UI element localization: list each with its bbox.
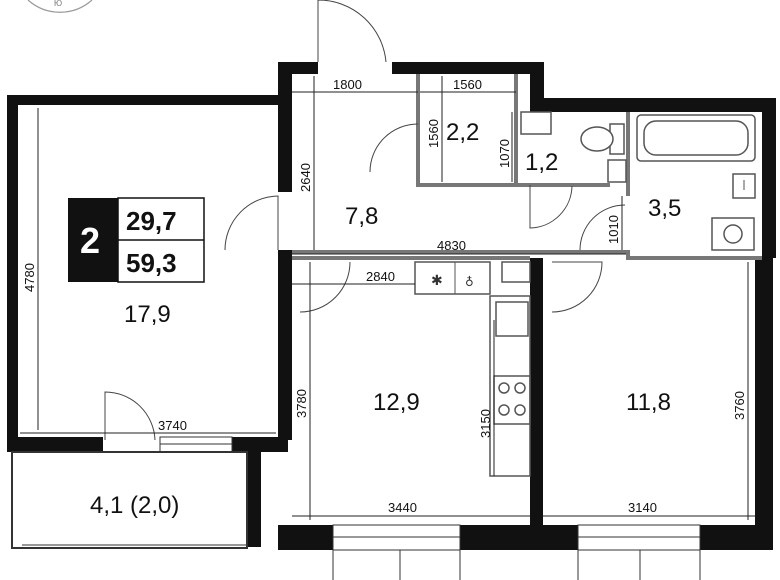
stove-icon <box>493 375 531 425</box>
inner-walls <box>292 74 762 260</box>
shaft-box <box>607 159 627 183</box>
dim-bath-door: 1010 <box>606 215 621 244</box>
badge-living-area: 29,7 <box>126 206 177 236</box>
dim-wc-height: 1070 <box>497 139 512 168</box>
dimension-labels: 1800 1560 1560 1070 2640 1010 4830 2840 … <box>22 77 747 515</box>
doors <box>104 0 626 441</box>
bathtub-icon <box>636 114 756 162</box>
dim-left-room-width: 3740 <box>158 418 187 433</box>
area-balcony: 4,1 (2,0) <box>90 492 179 519</box>
area-hall: 7,8 <box>345 203 378 230</box>
badge-total-area: 59,3 <box>126 248 177 278</box>
dim-bedroom-width: 3140 <box>628 500 657 515</box>
svg-text:Ю: Ю <box>54 0 62 8</box>
dim-kitchen-height: 3780 <box>294 389 309 418</box>
vent-box <box>501 261 531 283</box>
dim-kitchen-top: 2840 <box>366 269 395 284</box>
dim-hall-height: 2640 <box>298 163 313 192</box>
outer-walls <box>7 62 776 550</box>
dim-closet-height: 1560 <box>426 119 441 148</box>
svg-text:✱: ✱ <box>431 273 443 289</box>
washing-machine-icon <box>711 217 755 251</box>
kitchen-counter <box>414 261 531 477</box>
dim-kitchen-bottom: 3440 <box>388 500 417 515</box>
dim-left-room-height: 4780 <box>22 263 37 292</box>
radiator-icon: ✱ <box>431 273 443 289</box>
area-wc: 1,2 <box>525 149 558 176</box>
room-areas: 17,9 7,8 2,2 1,2 3,5 12,9 11,8 4,1 (2,0) <box>90 119 681 519</box>
dim-closet-width: 1560 <box>453 77 482 92</box>
area-living-left: 17,9 <box>124 301 171 328</box>
dim-hall-top: 1800 <box>333 77 362 92</box>
area-bathroom: 3,5 <box>648 195 681 222</box>
windows <box>11 436 701 580</box>
compass-icon: Ю <box>27 0 93 13</box>
toilet-icon <box>580 123 625 155</box>
dim-corridor-width: 4830 <box>437 238 466 253</box>
apartment-badge: 2 29,7 59,3 <box>68 197 205 283</box>
dim-bedroom-height: 3760 <box>732 391 747 420</box>
area-bedroom: 11,8 <box>626 389 671 416</box>
badge-room-count: 2 <box>80 220 100 261</box>
dimension-lines <box>20 76 755 520</box>
area-closet: 2,2 <box>446 119 479 146</box>
svg-text:♁: ♁ <box>465 275 474 289</box>
area-kitchen-living: 12,9 <box>373 389 420 416</box>
sink-icon <box>495 111 756 337</box>
gas-icon: ♁ <box>465 275 474 289</box>
dim-counter-height: 3150 <box>478 409 493 438</box>
